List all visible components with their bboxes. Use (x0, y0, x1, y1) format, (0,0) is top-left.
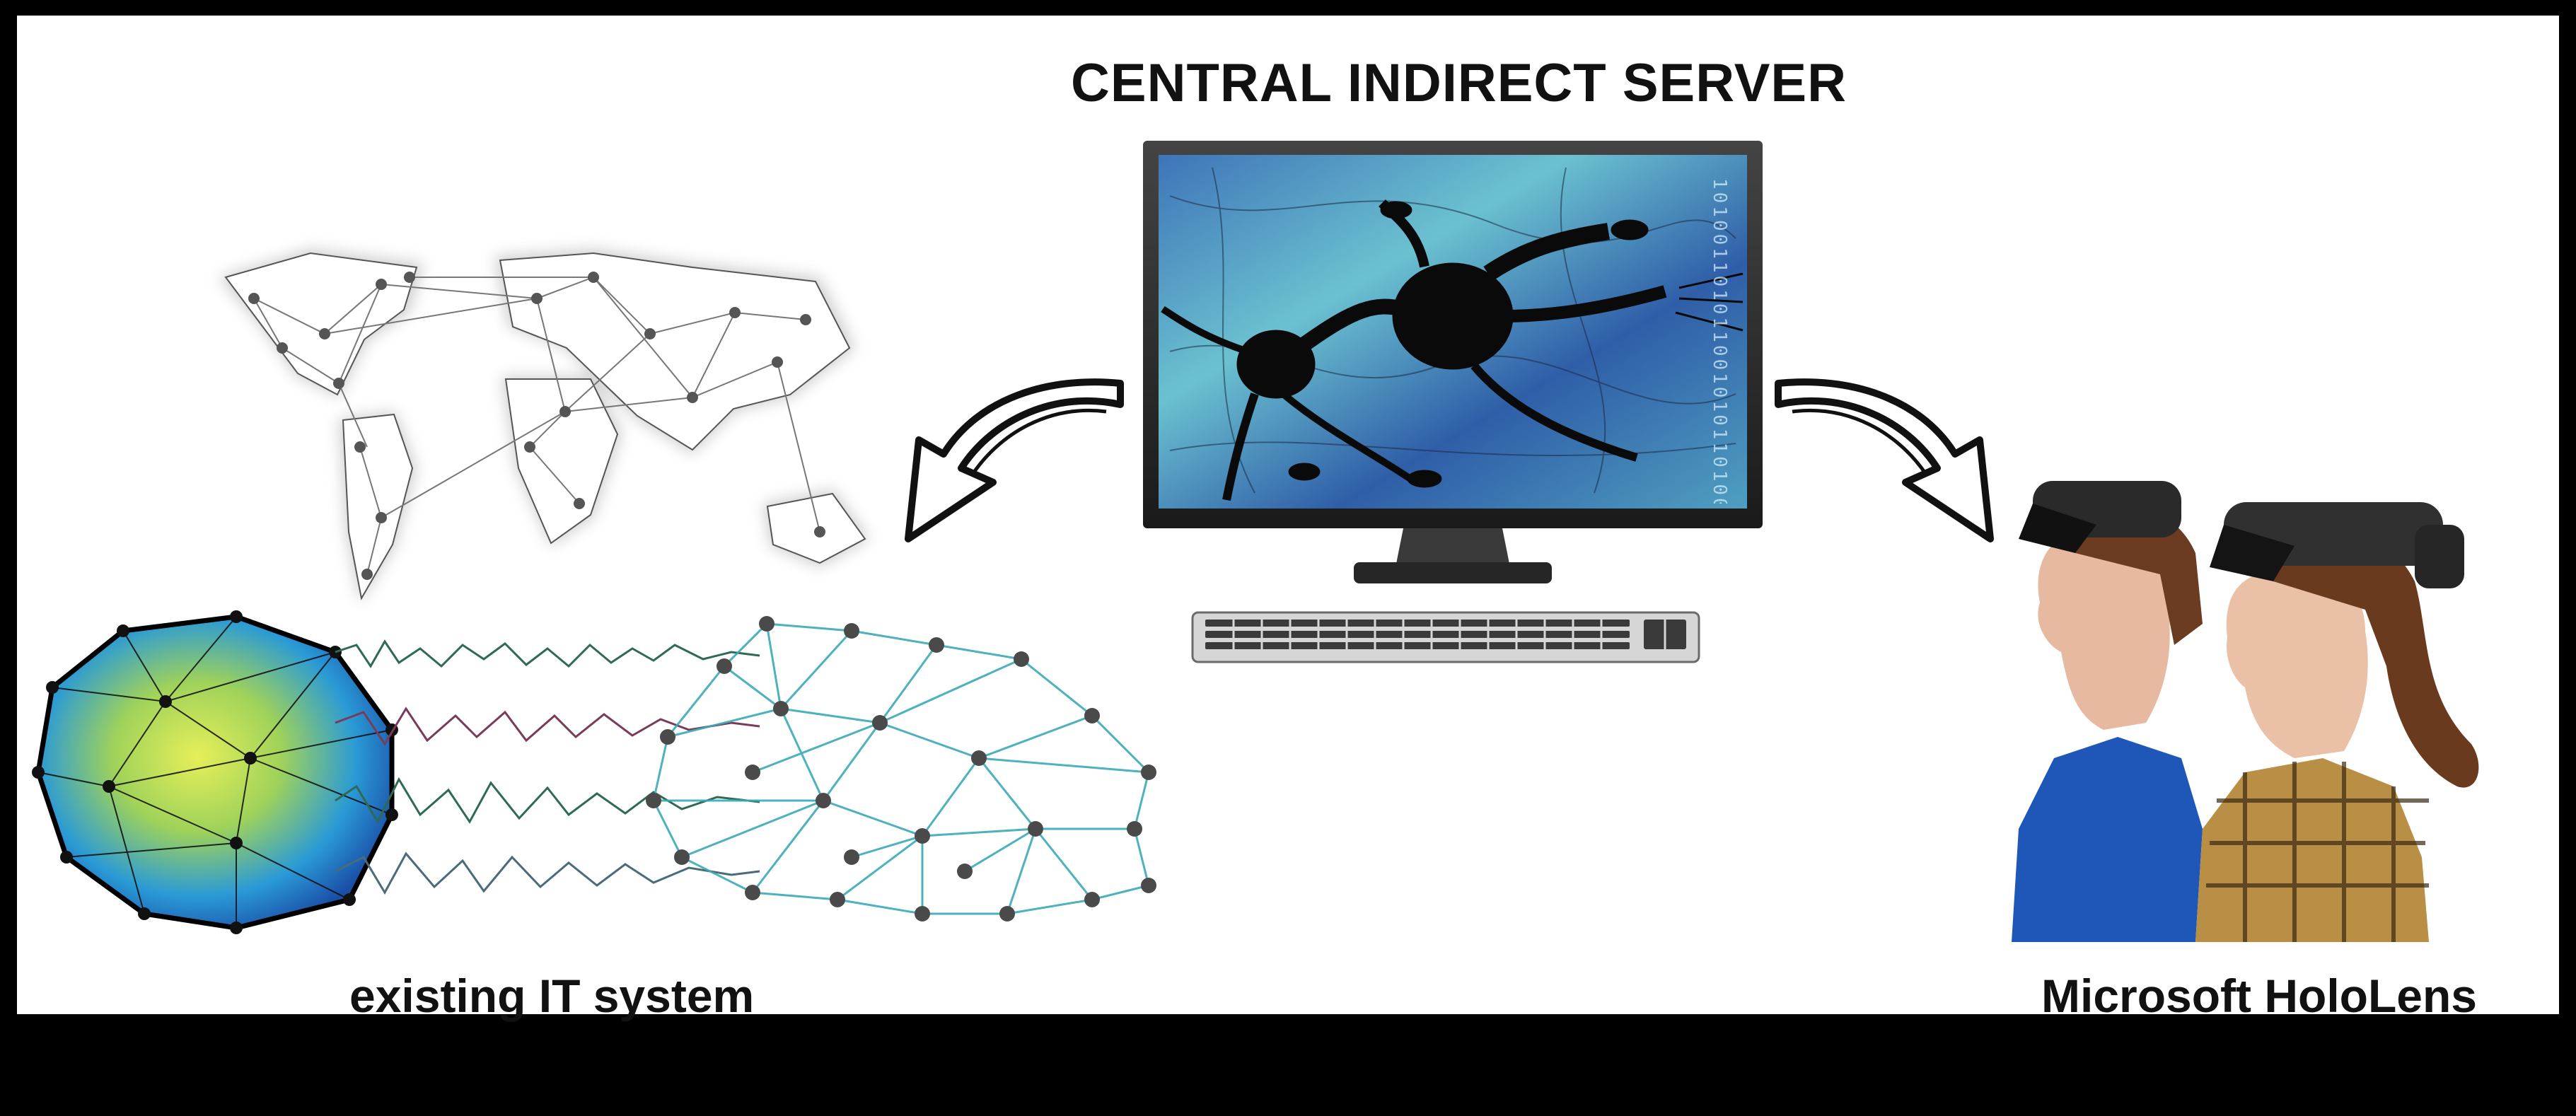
existing-it-system-label: existing IT system (349, 970, 755, 1022)
brain-network (32, 610, 398, 934)
keyboard-icon (1191, 611, 1700, 663)
node-network (646, 616, 1156, 922)
hololens-users (2012, 481, 2479, 942)
world-network-map (219, 249, 869, 603)
monitor-binary-digits: 1010011010110010101101001 (1709, 178, 1730, 504)
server-monitor (1143, 141, 1763, 583)
curved-arrow-right-icon (1775, 378, 1994, 542)
microsoft-hololens-label: Microsoft HoloLens (2041, 970, 2478, 1022)
diagram-panel: CENTRAL INDIRECT SERVER (17, 16, 2559, 1022)
curved-arrow-left-icon (905, 378, 1124, 542)
central-server-title: CENTRAL INDIRECT SERVER (1071, 53, 1847, 113)
eeg-waves (335, 639, 760, 895)
